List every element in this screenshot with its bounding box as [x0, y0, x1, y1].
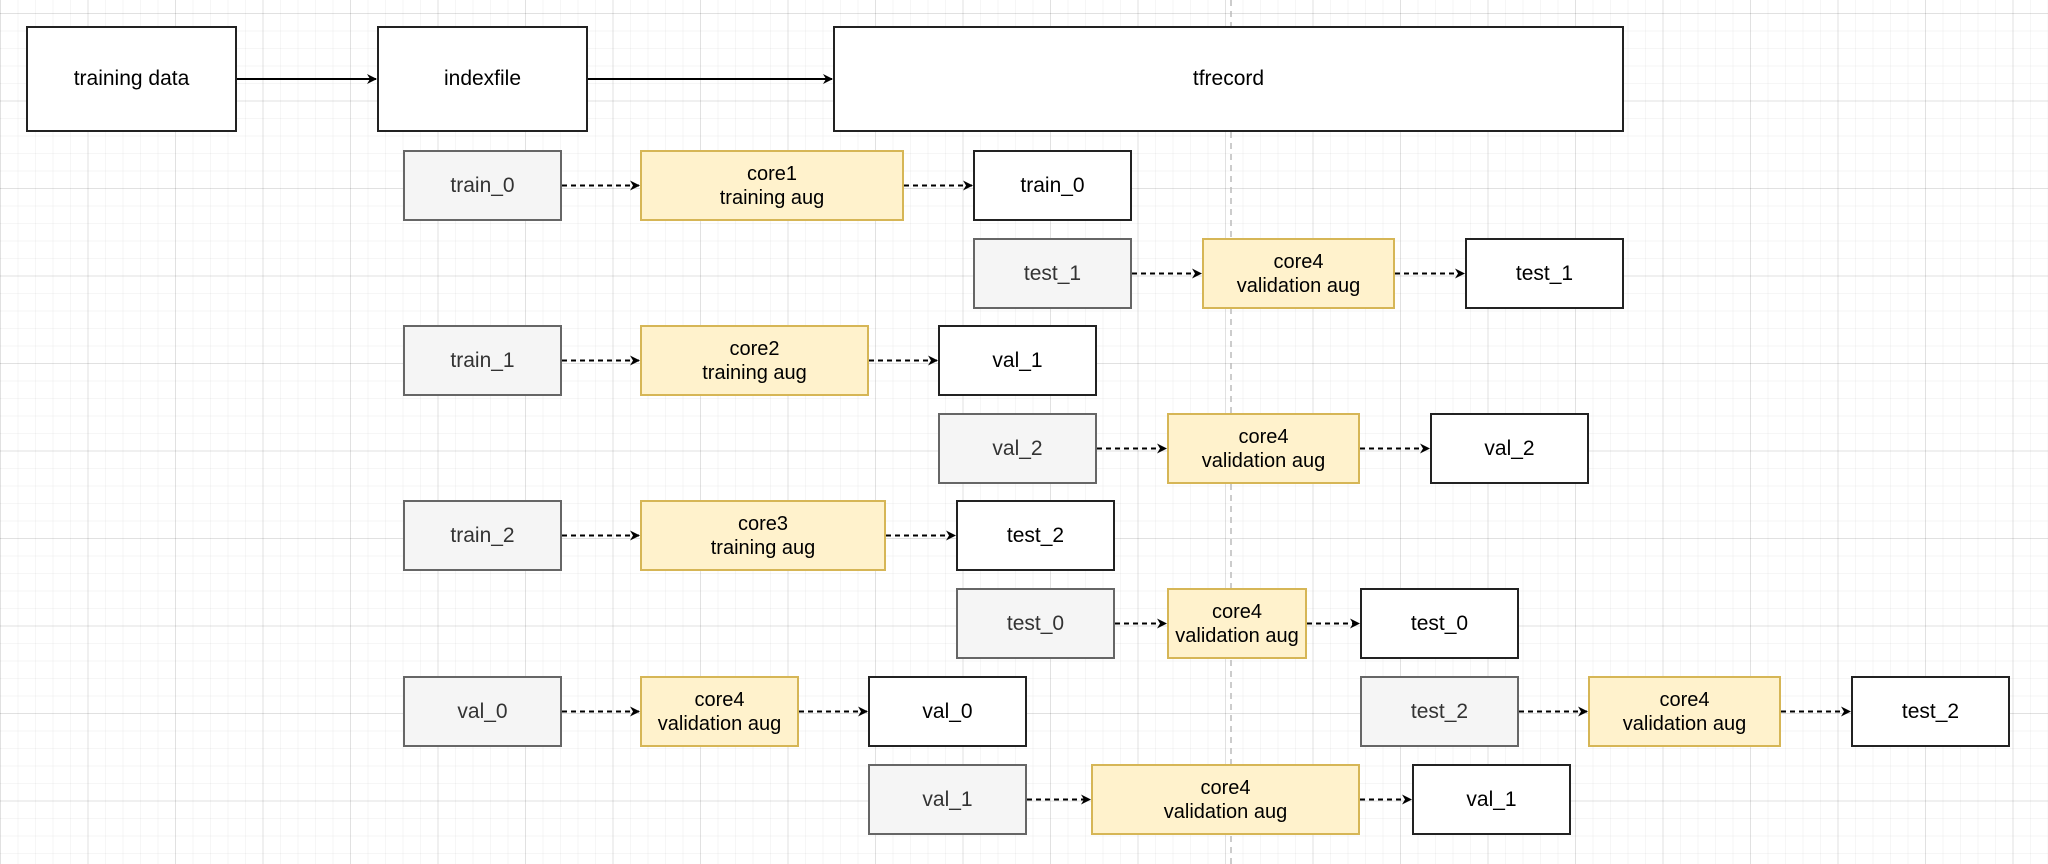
node-label: val_1 — [1466, 787, 1517, 811]
node-label: train_0 — [450, 173, 515, 197]
node-label: training aug — [710, 536, 816, 559]
node-out-test-0[interactable]: test_0 — [1360, 588, 1519, 659]
node-label: val_2 — [1484, 436, 1535, 460]
node-label: core1 — [746, 162, 798, 185]
node-label: core4 — [694, 688, 745, 711]
node-indexfile[interactable]: indexfile — [377, 26, 588, 132]
node-tfrecord[interactable]: tfrecord — [833, 26, 1624, 132]
node-label: validation aug — [1622, 712, 1747, 735]
node-label: core4 — [1211, 600, 1263, 623]
node-label: validation aug — [657, 712, 782, 735]
node-label: tfrecord — [1192, 67, 1265, 91]
node-label: indexfile — [443, 67, 522, 91]
node-label: train_1 — [450, 348, 515, 372]
node-label: validation aug — [1201, 449, 1326, 472]
node-label: training aug — [719, 186, 825, 209]
node-label: test_2 — [1901, 699, 1960, 723]
node-label: train_2 — [450, 523, 515, 547]
node-label: val_1 — [922, 787, 973, 811]
node-in-test-1[interactable]: test_1 — [973, 238, 1132, 309]
node-label: test_0 — [1410, 611, 1469, 635]
node-out-test-2a[interactable]: test_2 — [956, 500, 1115, 571]
node-label: test_1 — [1023, 261, 1082, 285]
node-in-test-0[interactable]: test_0 — [956, 588, 1115, 659]
node-label: train_0 — [1020, 173, 1085, 197]
node-label: validation aug — [1163, 800, 1288, 823]
node-in-val-1[interactable]: val_1 — [868, 764, 1027, 835]
node-label: test_1 — [1515, 261, 1574, 285]
node-label: val_1 — [992, 348, 1043, 372]
node-label: core4 — [1659, 688, 1710, 711]
node-label: validation aug — [1236, 274, 1361, 297]
node-training-data[interactable]: training data — [26, 26, 237, 132]
node-label: training data — [73, 67, 190, 91]
node-out-test-1[interactable]: test_1 — [1465, 238, 1624, 309]
node-in-train-1[interactable]: train_1 — [403, 325, 562, 396]
node-label: training aug — [702, 361, 807, 384]
node-label: core3 — [737, 512, 789, 535]
node-label: test_0 — [1006, 611, 1065, 635]
node-label: val_2 — [992, 436, 1043, 460]
node-in-train-2[interactable]: train_2 — [403, 500, 562, 571]
node-label: test_2 — [1006, 523, 1065, 547]
node-label: core4 — [1200, 776, 1251, 799]
node-out-val-1a[interactable]: val_1 — [938, 325, 1097, 396]
node-label: core4 — [1273, 250, 1324, 273]
node-label: val_0 — [922, 699, 973, 723]
node-out-val-0[interactable]: val_0 — [868, 676, 1027, 747]
node-out-train-0[interactable]: train_0 — [973, 150, 1132, 221]
node-out-val-2[interactable]: val_2 — [1430, 413, 1589, 484]
node-label: val_0 — [457, 699, 508, 723]
node-out-val-1b[interactable]: val_1 — [1412, 764, 1571, 835]
node-label: test_2 — [1410, 699, 1469, 723]
node-label: core2 — [729, 337, 780, 360]
node-label: validation aug — [1175, 624, 1299, 647]
node-in-test-2[interactable]: test_2 — [1360, 676, 1519, 747]
node-in-train-0[interactable]: train_0 — [403, 150, 562, 221]
node-label: core4 — [1238, 425, 1289, 448]
node-out-test-2b[interactable]: test_2 — [1851, 676, 2010, 747]
node-in-val-0[interactable]: val_0 — [403, 676, 562, 747]
node-in-val-2[interactable]: val_2 — [938, 413, 1097, 484]
